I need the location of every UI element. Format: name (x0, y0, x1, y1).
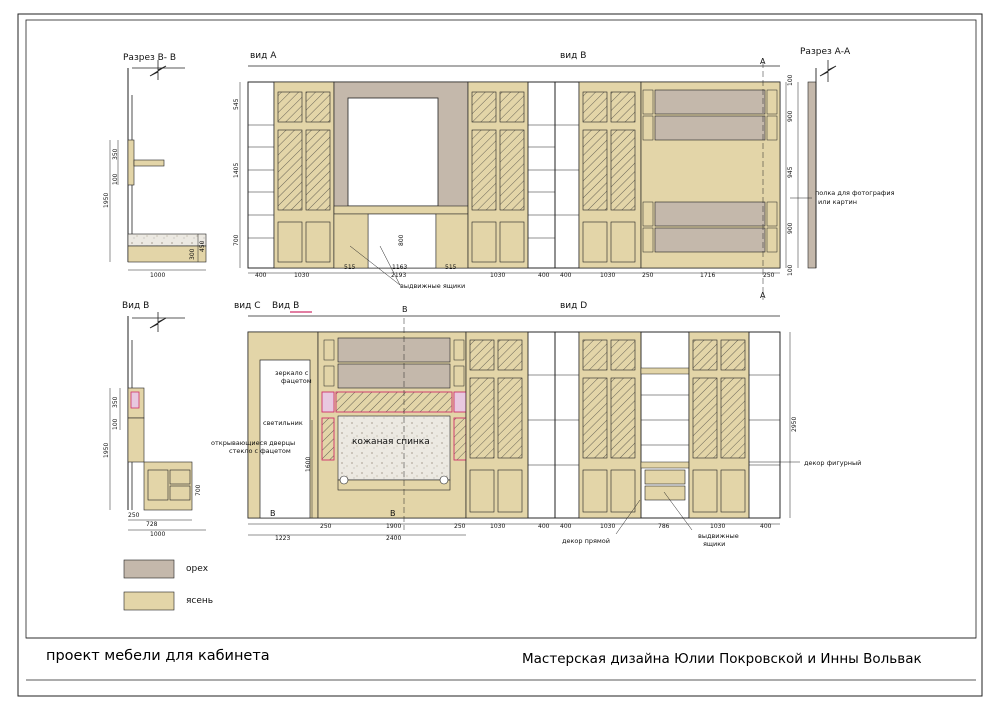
dim-c-1223: 1223 (275, 535, 291, 542)
dim-d-400l: 400 (560, 523, 572, 530)
dim-a-1030r: 1030 (490, 272, 506, 279)
section-a-a-title: Разрез А-А (800, 47, 851, 57)
dim-a-515l: 515 (344, 264, 356, 271)
dim-v-250r: 250 (763, 272, 775, 279)
annotation-drawers-d-1: выдвижные (698, 532, 739, 540)
view-b-left-title: Вид В (122, 301, 150, 311)
section-b-b-drawing (109, 60, 207, 271)
view-v-drawing (554, 62, 787, 300)
legend-label-walnut: орех (186, 564, 209, 574)
dim-lb-1000: 1000 (150, 531, 166, 538)
view-c-title: вид С (234, 301, 261, 311)
legend-swatch-ash (123, 591, 175, 611)
dim-d-1030r: 1030 (710, 523, 726, 530)
view-a-drawing (239, 65, 556, 286)
view-d-drawing (554, 315, 800, 535)
annotation-decor-fig: декор фигурный (804, 459, 862, 467)
dim-lb-1950: 1950 (103, 442, 110, 458)
dim-a-1405: 1405 (233, 162, 240, 178)
annotation-headboard: кожаная спинка (352, 437, 430, 447)
section-a-a-drawing (790, 60, 837, 269)
dim-d-1030l: 1030 (600, 523, 616, 530)
outer-frame (17, 13, 983, 697)
legend-label-ash: ясень (186, 596, 214, 606)
annotation-decor-straight: декор прямой (562, 537, 610, 545)
dim-v-900t: 900 (787, 110, 794, 122)
dim-v-100t: 100 (787, 74, 794, 86)
mark-b-top: В (402, 305, 408, 314)
dim-c-1030: 1030 (490, 523, 506, 530)
section-b-b-title: Разрез В- В (123, 53, 177, 63)
annotation-doors-1: открывающиеся дверцы (211, 439, 296, 447)
view-v-title: вид В (560, 51, 587, 61)
dim-lb-728: 728 (146, 521, 158, 528)
legend-swatch-walnut (123, 559, 175, 579)
dim-v-250l: 250 (642, 272, 654, 279)
dim-v-100b: 100 (787, 264, 794, 276)
dim-lb-350: 350 (112, 396, 119, 408)
annotation-doors-2: стекло с фацетом (229, 447, 291, 455)
dim-v-400: 400 (560, 272, 572, 279)
view-c-drawing (247, 311, 556, 536)
dim-c-250r: 250 (454, 523, 466, 530)
mark-a-top: А (760, 57, 766, 66)
dim-sb-450: 450 (199, 240, 206, 252)
annotation-mirror-1: зеркало с (275, 369, 309, 377)
dim-lb-700: 700 (195, 484, 202, 496)
dim-lb-250: 250 (128, 512, 140, 519)
view-a-title: вид А (250, 51, 277, 61)
annotation-lamp: светильник (263, 419, 303, 427)
dim-sb-300: 300 (189, 248, 196, 260)
dim-a-1163: 1163 (392, 264, 408, 271)
annotation-shelf-photo-1: полка для фотография (815, 189, 895, 197)
dim-v-945: 945 (787, 166, 794, 178)
mark-b-bottom: В (390, 509, 396, 518)
dim-c-1900: 1900 (386, 523, 402, 530)
annotation-mirror-2: фацетом (281, 377, 312, 385)
view-b-left-drawing (109, 312, 206, 531)
dim-sb-350: 350 (112, 148, 119, 160)
dim-a-400r: 400 (538, 272, 550, 279)
dim-a-1030l: 1030 (294, 272, 310, 279)
dim-v-1716: 1716 (700, 272, 716, 279)
dim-sb-100: 100 (112, 173, 119, 185)
dim-a-800: 800 (398, 234, 405, 246)
dim-c-2400: 2400 (386, 535, 402, 542)
dim-sb-1950: 1950 (103, 192, 110, 208)
view-d-title: вид D (560, 301, 588, 311)
project-title: проект мебели для кабинета (46, 648, 270, 664)
dim-v-900b: 900 (787, 222, 794, 234)
dim-lb-100: 100 (112, 418, 119, 430)
view-b-c-title: Вид В (272, 301, 300, 311)
dim-d-400r: 400 (760, 523, 772, 530)
dim-d-786: 786 (658, 523, 670, 530)
dim-d-2950: 2950 (791, 416, 798, 432)
annotation-shelf-photo-2: или картин (818, 198, 857, 206)
dim-a-2193: 2193 (391, 272, 407, 279)
dim-c-1600: 1600 (305, 456, 312, 472)
annotation-drawers-a: выдвижные ящики (400, 282, 466, 290)
dim-sb-1000: 1000 (150, 272, 166, 279)
mark-a-bottom: А (760, 291, 766, 300)
mark-b-left-bottom: В (270, 509, 276, 518)
dim-c-250l: 250 (320, 523, 332, 530)
dim-a-515r: 515 (445, 264, 457, 271)
dim-v-1030: 1030 (600, 272, 616, 279)
dim-a-545: 545 (233, 98, 240, 110)
studio-name: Мастерская дизайна Юлии Покровской и Инн… (522, 651, 922, 667)
annotation-drawers-d-2: ящики (703, 540, 726, 548)
dim-a-700: 700 (233, 234, 240, 246)
dim-c-400: 400 (538, 523, 550, 530)
dim-a-400l: 400 (255, 272, 267, 279)
